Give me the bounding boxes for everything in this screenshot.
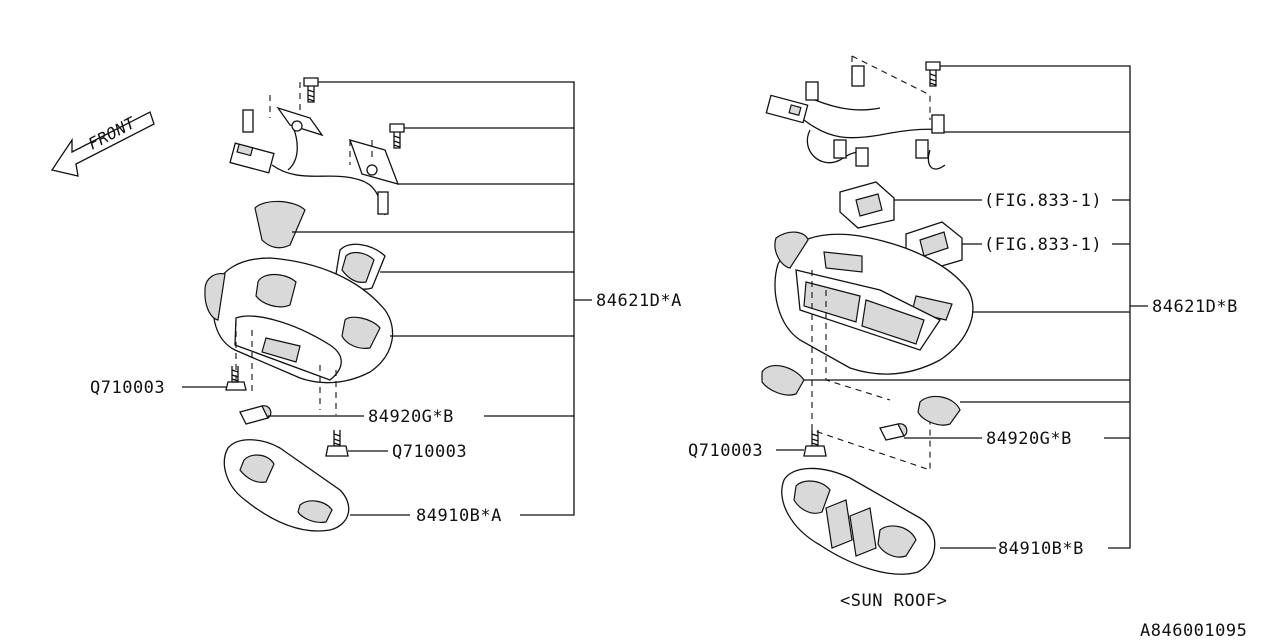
right-map-lens: [761, 364, 805, 396]
left-harness: [229, 82, 400, 216]
left-cover: [335, 243, 386, 290]
sun-roof-label: <SUN ROOF>: [840, 591, 947, 611]
right-housing: [774, 231, 974, 375]
left-leader-lines: [182, 81, 592, 516]
left-screw-q710003-bottom: [325, 430, 349, 457]
right-fig-ref-2: (FIG.833-1): [984, 235, 1102, 255]
right-fig-block-2: [905, 221, 963, 271]
left-housing: [204, 257, 394, 384]
front-arrow-icon: FRONT: [50, 111, 155, 177]
right-screw-q710003: [803, 430, 827, 457]
right-assembly: (FIG.833-1) (FIG.833-1) 84621D*B 84920G*…: [688, 55, 1238, 611]
right-lens-label: 84910B*B: [998, 539, 1084, 559]
front-label: FRONT: [85, 113, 139, 154]
right-group-label: 84621D*B: [1152, 297, 1238, 317]
right-bulb-label: 84920G*B: [986, 429, 1072, 449]
right-screw-label: Q710003: [688, 441, 763, 461]
left-screw-bottom-label: Q710003: [392, 442, 467, 462]
right-cover-lens: [917, 395, 961, 426]
left-lens-label: 84910B*A: [416, 506, 502, 526]
left-screw-2: [389, 123, 405, 149]
left-screw-top-label: Q710003: [90, 378, 165, 398]
right-fig-ref-1: (FIG.833-1): [984, 191, 1102, 211]
diagram-id: A846001095: [1140, 621, 1247, 640]
right-screw-1: [925, 61, 941, 87]
right-lens-84910b: [781, 467, 936, 575]
left-bulb-label: 84920G*B: [368, 407, 454, 427]
left-bulb: [239, 405, 272, 425]
left-lens-84910b: [223, 439, 350, 532]
left-assembly: 84621D*A Q710003 84920G*B Q710003 84910B…: [90, 77, 682, 532]
left-map-lens: [254, 200, 306, 249]
right-fig-block-1: [839, 181, 895, 229]
left-group-label: 84621D*A: [596, 291, 682, 311]
left-screw-1: [303, 77, 319, 103]
right-bulb: [879, 423, 908, 441]
right-harness: [765, 55, 946, 170]
right-leader-lines: [776, 65, 1148, 549]
left-screw-q710003: [225, 366, 247, 391]
